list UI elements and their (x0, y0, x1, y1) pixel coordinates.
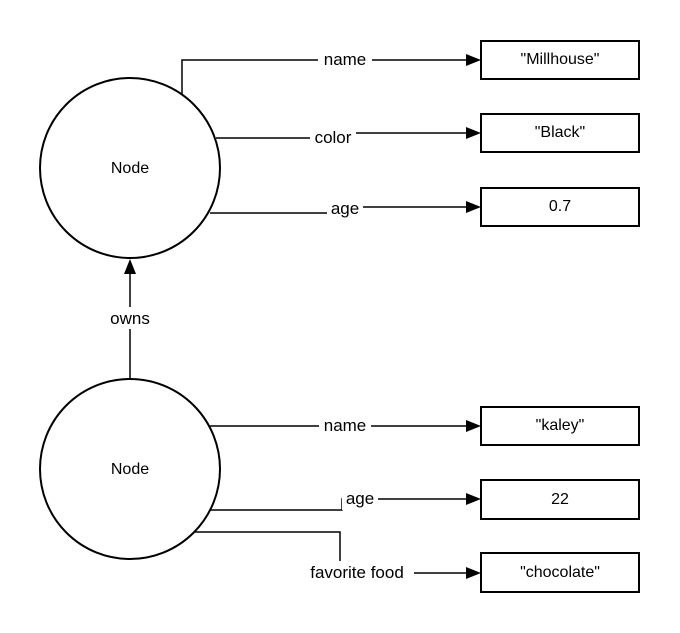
edge-bottom-age-label: age (346, 489, 374, 508)
bottom-node-circle[interactable] (39, 378, 221, 560)
edge-bottom-age-arrow (466, 493, 481, 505)
edge-owns-label: owns (110, 309, 150, 328)
edge-bottom-age-line (210, 498, 467, 511)
edge-bottom-favorite-food-label: favorite food (310, 563, 404, 582)
edge-top-name-arrow (466, 54, 481, 66)
value-top-name: "Millhouse" (521, 51, 600, 68)
edge-bottom-favorite-food-label-bg (300, 561, 414, 583)
bottom-node-group: name age favorite food Node (39, 378, 481, 583)
bottom-node-label: Node (111, 461, 149, 478)
value-box-bottom-name[interactable]: "kaley" (480, 406, 640, 446)
value-box-top-color-rect (480, 113, 640, 153)
value-box-top-name[interactable]: "Millhouse" (480, 40, 640, 80)
edge-top-age: age (210, 198, 481, 220)
value-box-bottom-age-rect (480, 479, 640, 520)
value-top-color: "Black" (535, 124, 585, 141)
edge-bottom-name: name (210, 414, 481, 436)
value-box-bottom-name-rect (480, 406, 640, 446)
edge-bottom-favorite-food-arrow (466, 567, 481, 579)
edge-bottom-favorite-food: favorite food (195, 531, 481, 583)
edge-top-color-label-bg (310, 126, 356, 148)
edge-owns-arrow (124, 259, 136, 274)
edge-bottom-age-label-bg (342, 488, 378, 510)
edge-owns: owns (104, 259, 156, 380)
top-node-circle[interactable] (39, 77, 221, 259)
value-box-bottom-favorite-food[interactable]: "chocolate" (480, 552, 640, 593)
value-box-top-color[interactable]: "Black" (480, 113, 640, 153)
edge-bottom-name-label: name (324, 416, 367, 435)
top-node-group: name color age Node (39, 48, 481, 259)
edge-top-color-label: color (315, 128, 352, 147)
top-node-label: Node (111, 160, 149, 177)
value-bottom-age: 22 (551, 491, 569, 508)
edge-top-name-label: name (324, 50, 367, 69)
value-box-bottom-age[interactable]: 22 (480, 479, 640, 520)
edge-top-color-arrow (466, 127, 481, 139)
value-bottom-name: "kaley" (536, 417, 585, 434)
edge-top-name-label-bg (318, 48, 372, 70)
value-box-top-age[interactable]: 0.7 (480, 187, 640, 227)
value-top-age: 0.7 (549, 198, 571, 215)
edge-top-color: color (216, 126, 481, 148)
edge-bottom-name-label-bg (319, 414, 371, 436)
edge-top-age-label-bg (327, 198, 363, 220)
edge-bottom-age: age (210, 488, 481, 511)
value-bottom-favorite-food: "chocolate" (520, 564, 600, 581)
edge-top-age-label: age (331, 199, 359, 218)
edge-owns-label-bg (104, 307, 156, 329)
edge-top-age-arrow (466, 201, 481, 213)
value-box-top-name-rect (480, 40, 640, 80)
value-box-top-age-rect (480, 187, 640, 227)
value-box-bottom-favorite-food-rect (480, 552, 640, 593)
edge-top-name: name (181, 48, 481, 97)
edge-bottom-name-arrow (466, 420, 481, 432)
